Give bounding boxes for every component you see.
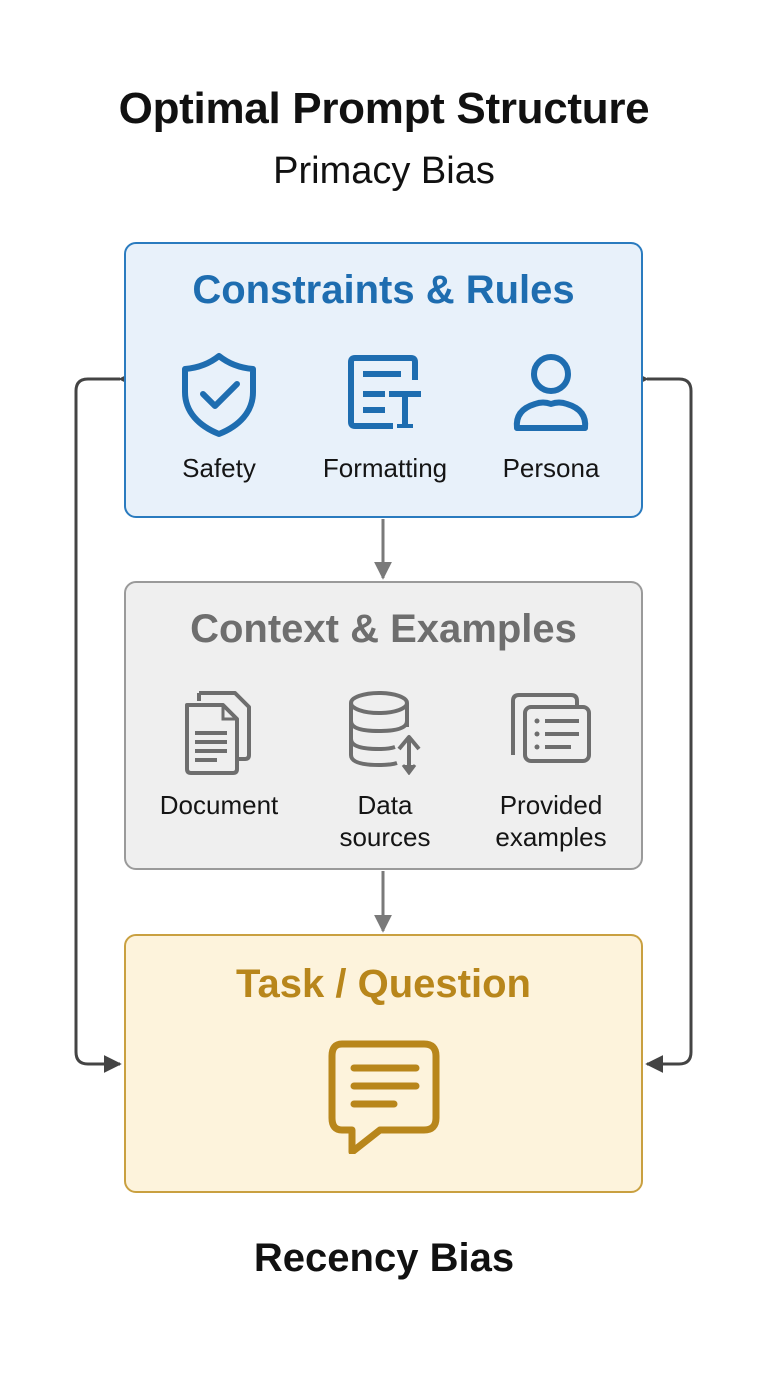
documents-icon	[185, 691, 251, 775]
data-sources-label: Data sources	[339, 790, 431, 852]
safety-item: Safety	[134, 352, 304, 484]
persona-label: Persona	[502, 453, 600, 483]
text-format-icon	[348, 355, 421, 429]
constraints-rules-box: Constraints & Rules Safety Formatting Pe…	[124, 242, 643, 518]
right-bracket-arrow	[630, 370, 693, 1073]
task-question-title: Task / Question	[236, 962, 531, 1006]
task-item	[300, 1038, 470, 1154]
recency-bias-label: Recency Bias	[253, 1236, 515, 1280]
task-question-box: Task / Question	[124, 934, 643, 1193]
diagram-title: Optimal Prompt Structure	[118, 84, 650, 133]
database-icon	[349, 691, 421, 775]
formatting-item: Formatting	[300, 352, 470, 484]
provided-examples-item: Provided examples	[466, 687, 636, 853]
document-label: Document	[159, 790, 279, 820]
chat-bubble-icon	[328, 1040, 440, 1154]
document-item: Document	[134, 687, 304, 821]
list-cards-icon	[511, 693, 591, 763]
formatting-label: Formatting	[322, 453, 448, 483]
provided-examples-label: Provided examples	[495, 790, 607, 852]
constraints-rules-title: Constraints & Rules	[192, 268, 575, 312]
context-examples-box: Context & Examples Document Data sou	[124, 581, 643, 870]
shield-check-icon	[182, 353, 256, 437]
safety-label: Safety	[182, 453, 256, 483]
persona-item: Persona	[466, 352, 636, 484]
context-examples-title: Context & Examples	[190, 607, 577, 651]
primacy-bias-label: Primacy Bias	[273, 150, 495, 192]
user-icon	[513, 354, 589, 431]
data-sources-item: Data sources	[300, 687, 470, 853]
left-bracket-arrow	[74, 370, 137, 1073]
